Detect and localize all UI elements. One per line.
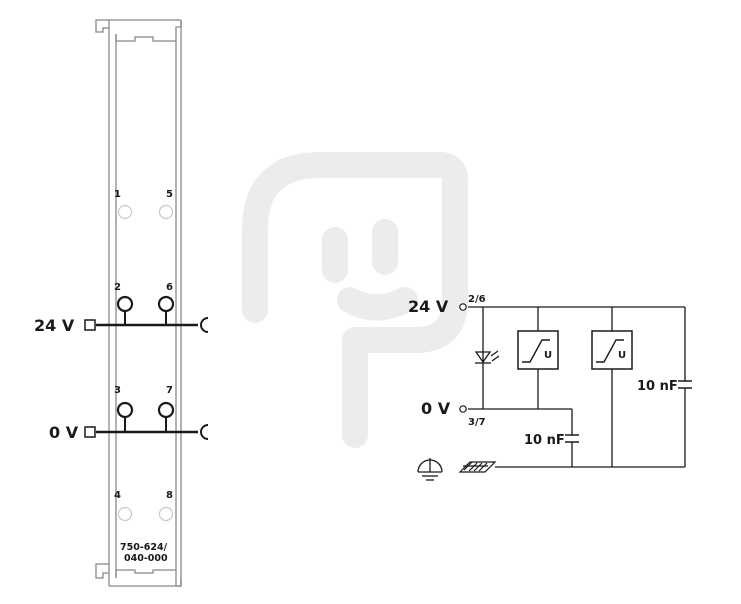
watermark-plug-logo — [242, 152, 468, 448]
terminal-module — [95, 19, 182, 587]
capacitor-1 — [565, 434, 579, 443]
terminal-number-7: 7 — [166, 385, 173, 396]
capacitor-label-2: 10 nF — [637, 379, 678, 394]
bus-0v — [84, 401, 209, 440]
module-label-24v: 24 V — [34, 316, 75, 335]
terminal-number-6: 6 — [166, 282, 173, 293]
surge-label-1: U — [544, 350, 552, 361]
bus-24v — [84, 295, 209, 333]
pin-label-24v: 2/6 — [468, 294, 486, 305]
terminal-24v — [459, 303, 467, 311]
part-number-line1: 750-624/ — [120, 542, 168, 553]
terminal-number-3: 3 — [114, 385, 121, 396]
part-number-line2: 040-000 — [124, 553, 168, 564]
terminal-0v — [459, 405, 467, 413]
terminal-hole-4 — [117, 506, 133, 522]
schematic-wires — [468, 306, 686, 468]
module-label-0v: 0 V — [49, 423, 79, 442]
schematic-label-24v: 24 V — [408, 297, 449, 316]
terminal-number-1: 1 — [114, 189, 121, 200]
ground-icon — [417, 458, 443, 481]
terminal-number-8: 8 — [166, 490, 173, 501]
led-icon — [474, 350, 500, 364]
terminal-hole-8 — [158, 506, 174, 522]
schematic-label-0v: 0 V — [421, 399, 451, 418]
surge-suppressor-1: U — [517, 330, 559, 370]
din-rail-icon — [458, 461, 497, 473]
terminal-number-4: 4 — [114, 490, 121, 501]
terminal-hole-5 — [158, 204, 174, 220]
surge-label-2: U — [618, 350, 626, 361]
surge-suppressor-2: U — [591, 330, 633, 370]
terminal-number-2: 2 — [114, 282, 121, 293]
capacitor-2 — [678, 380, 692, 389]
terminal-number-5: 5 — [166, 189, 173, 200]
pin-label-0v: 3/7 — [468, 417, 486, 428]
capacitor-label-1: 10 nF — [524, 433, 565, 448]
terminal-hole-1 — [117, 204, 133, 220]
